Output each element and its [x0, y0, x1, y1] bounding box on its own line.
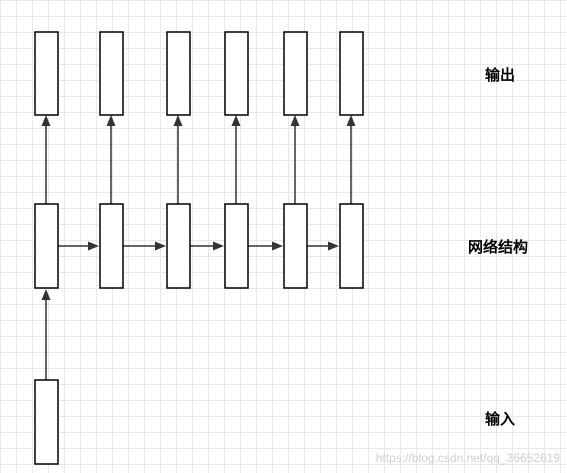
- output-node-2: [99, 31, 124, 116]
- network-to-output-arrow-5: [290, 115, 300, 204]
- output-node-1: [34, 31, 59, 116]
- network-node-6: [339, 203, 364, 289]
- output-node-3: [166, 31, 191, 116]
- recurrent-arrow-2: [123, 241, 166, 251]
- network-to-output-arrow-6: [346, 115, 356, 204]
- network-node-3: [166, 203, 191, 289]
- network-to-output-arrow-4: [231, 115, 241, 204]
- network-label: 网络结构: [468, 238, 528, 256]
- network-node-5: [283, 203, 308, 289]
- watermark: https://blog.csdn.net/qq_36652619: [376, 451, 560, 465]
- output-node-5: [283, 31, 308, 116]
- recurrent-arrow-4: [248, 241, 283, 251]
- network-node-1: [34, 203, 59, 289]
- recurrent-arrow-1: [58, 241, 99, 251]
- network-to-output-arrow-1: [41, 115, 51, 204]
- network-to-output-arrow-3: [173, 115, 183, 204]
- input-label: 输入: [485, 410, 515, 428]
- output-node-6: [339, 31, 364, 116]
- input-node: [34, 379, 59, 465]
- network-node-4: [224, 203, 249, 289]
- network-to-output-arrow-2: [106, 115, 116, 204]
- output-label: 输出: [485, 66, 515, 84]
- output-node-4: [224, 31, 249, 116]
- recurrent-arrow-3: [190, 241, 224, 251]
- recurrent-arrow-5: [307, 241, 339, 251]
- input-to-network-arrow: [41, 289, 51, 380]
- network-node-2: [99, 203, 124, 289]
